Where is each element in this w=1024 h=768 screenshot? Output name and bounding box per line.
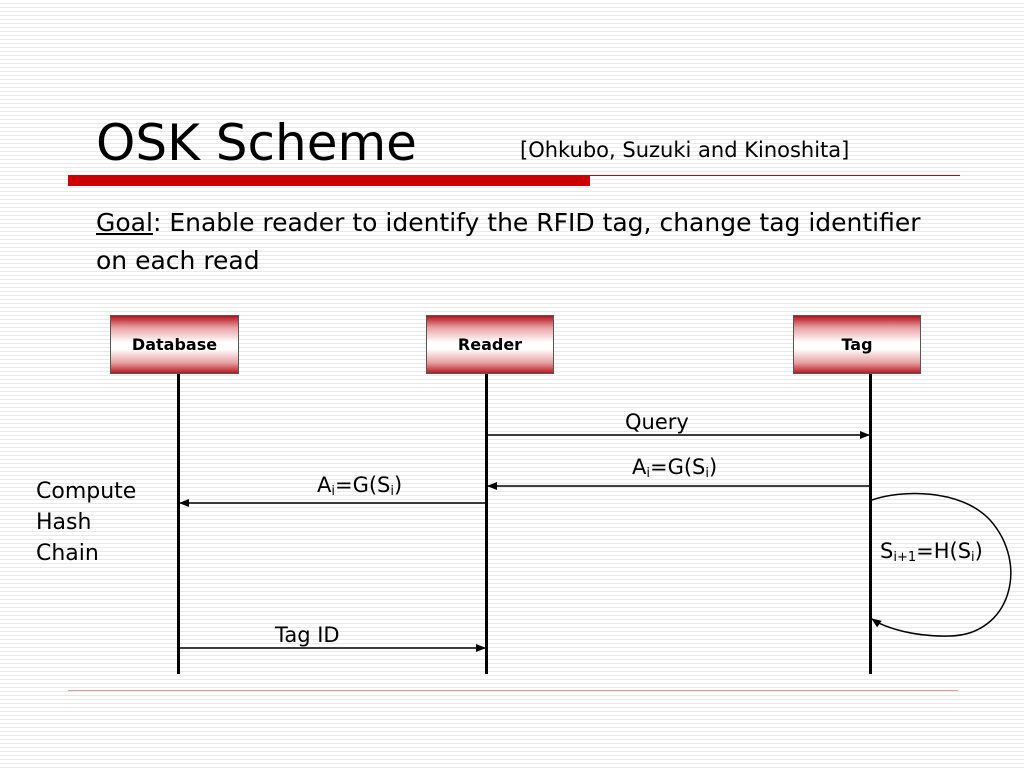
self-update-loop-arrow [871, 492, 1012, 637]
page-title: OSK Scheme [96, 114, 417, 172]
title-underline-thick [68, 175, 590, 186]
tag-reply-label: Ai=G(Si) [632, 455, 718, 481]
actor-database-label: Database [131, 335, 218, 354]
actor-database-box: Database [110, 315, 239, 374]
goal-label: Goal [96, 208, 153, 237]
tag-id-label: Tag ID [275, 623, 340, 647]
self-update-label: Si+1=H(Si) [880, 539, 983, 565]
goal-separator: : [152, 208, 162, 237]
actor-reader-box: Reader [426, 315, 554, 374]
database-lifeline [177, 374, 180, 674]
query-label: Query [625, 410, 689, 434]
actor-tag-box: Tag [793, 315, 921, 374]
actor-tag-label: Tag [841, 335, 873, 354]
compute-hash-chain-note: Compute Hash Chain [36, 479, 137, 566]
reader-forward-label: Ai=G(Si) [317, 473, 403, 499]
actor-reader-label: Reader [457, 335, 523, 354]
goal-text: Enable reader to identify the RFID tag, … [96, 208, 921, 275]
tag-lifeline [869, 374, 872, 674]
citation: [Ohkubo, Suzuki and Kinoshita] [520, 138, 850, 162]
title-underline-thin [590, 175, 960, 176]
goal-statement: Goal: Enable reader to identify the RFID… [96, 204, 956, 280]
reader-lifeline [485, 374, 488, 674]
footer-divider [68, 690, 958, 691]
